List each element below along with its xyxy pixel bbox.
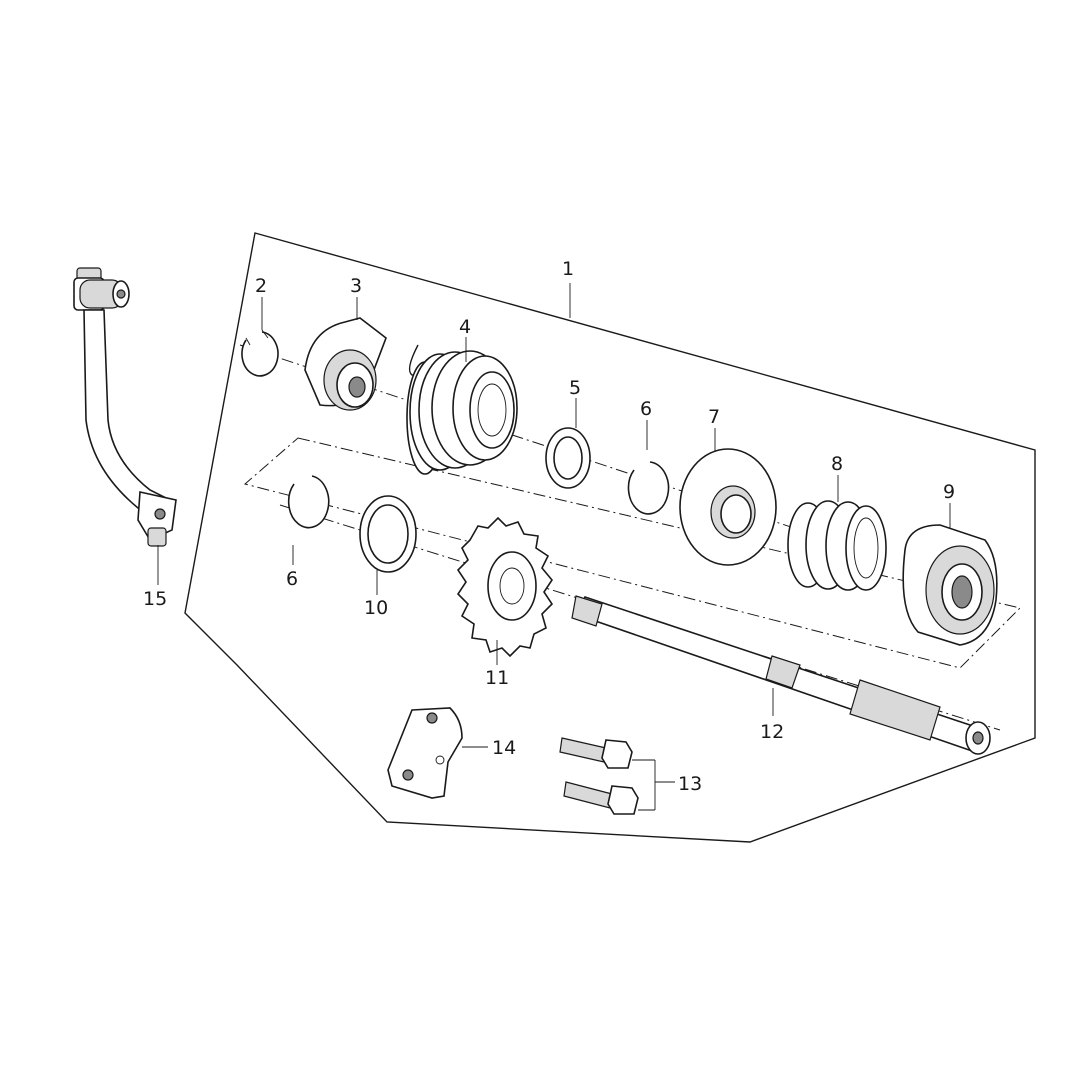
ratchet-9 [902,524,998,646]
washer-10 [359,495,417,573]
subassembly-frame [243,437,1021,669]
callout-8: 8 [831,453,843,475]
callout-9: 9 [943,481,955,503]
bracket-14 [387,707,463,799]
bolt-13-upper [559,737,633,769]
circlip-2 [241,329,279,377]
callout-3: 3 [350,275,362,297]
kick-lever [73,267,177,547]
callout-7: 7 [708,406,720,428]
circlip-6-lower [287,475,330,529]
callout-5: 5 [569,377,581,399]
callout-13: 13 [678,773,702,795]
kick-gear-11 [456,516,554,658]
bolt-13-lower [563,781,639,815]
callout-4: 4 [459,316,471,338]
callout-1: 1 [562,258,574,280]
assembly-outline [184,232,1036,843]
callout-11: 11 [485,667,509,689]
callout-6-upper: 6 [640,398,652,420]
callout-6-lower: 6 [286,568,298,590]
callout-14: 14 [492,737,516,759]
kick-spring-4 [406,344,518,475]
friction-plate-7 [679,448,777,566]
circlip-6-upper [627,461,670,515]
spring-8 [787,500,887,591]
leader-lines [157,283,951,811]
callout-2: 2 [255,275,267,297]
callout-15: 15 [143,588,167,610]
washer-5 [545,427,591,489]
kick-shaft-12 [571,595,991,755]
spring-guide-3 [304,317,387,411]
callout-10: 10 [364,597,388,619]
callout-12: 12 [760,721,784,743]
